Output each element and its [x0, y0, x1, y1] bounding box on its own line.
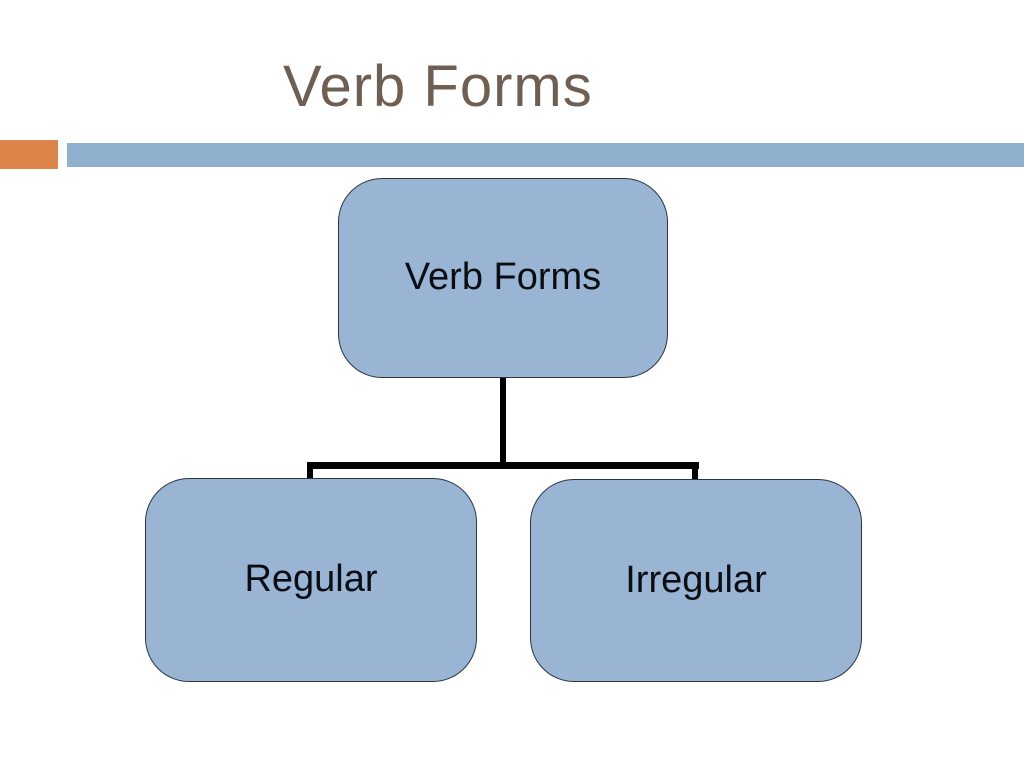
node-irregular: Irregular: [530, 479, 862, 682]
connector-left-stub-line: [307, 462, 313, 480]
node-verb-forms: Verb Forms: [338, 178, 668, 378]
node-regular: Regular: [145, 478, 477, 682]
node-irregular-label: Irregular: [625, 558, 767, 601]
slide-title: Verb Forms: [283, 54, 593, 119]
connector-root-vertical-line: [500, 376, 506, 466]
node-regular-label: Regular: [244, 558, 378, 601]
orange-accent-block: [0, 140, 58, 169]
blue-accent-bar: [67, 143, 1024, 167]
node-verb-forms-label: Verb Forms: [404, 256, 602, 299]
connector-horizontal-line: [307, 462, 699, 469]
connector-right-stub-line: [692, 462, 698, 480]
